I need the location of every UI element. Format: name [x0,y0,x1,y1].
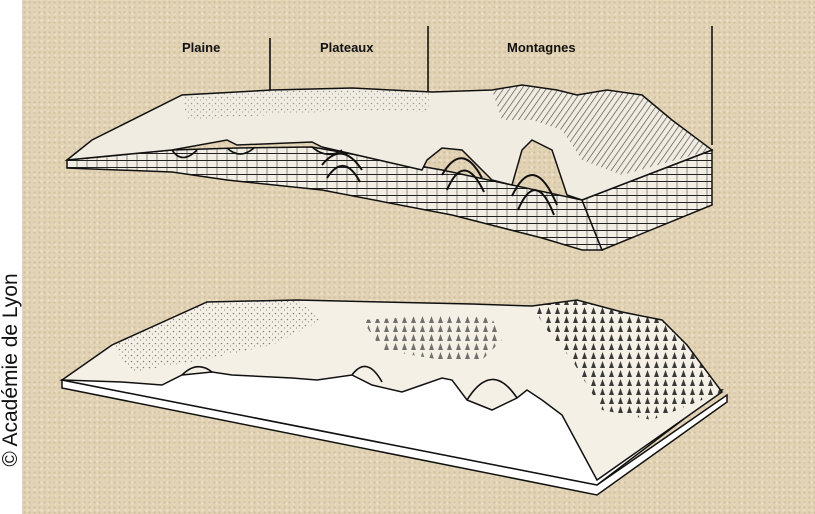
label-plaine: Plaine [182,40,220,55]
relief-diagram: Plaine Plateaux Montagnes [22,0,815,514]
label-plateaux: Plateaux [320,40,374,55]
strata-front-face [67,147,602,250]
label-montagnes: Montagnes [507,40,576,55]
geological-block-upper [67,85,712,250]
landscape-block-lower [62,300,727,495]
relief-illustration-panel: Plaine Plateaux Montagnes [22,0,815,514]
credit-strip: © Académie de Lyon [0,0,22,514]
copyright-credit: © Académie de Lyon [0,273,23,466]
